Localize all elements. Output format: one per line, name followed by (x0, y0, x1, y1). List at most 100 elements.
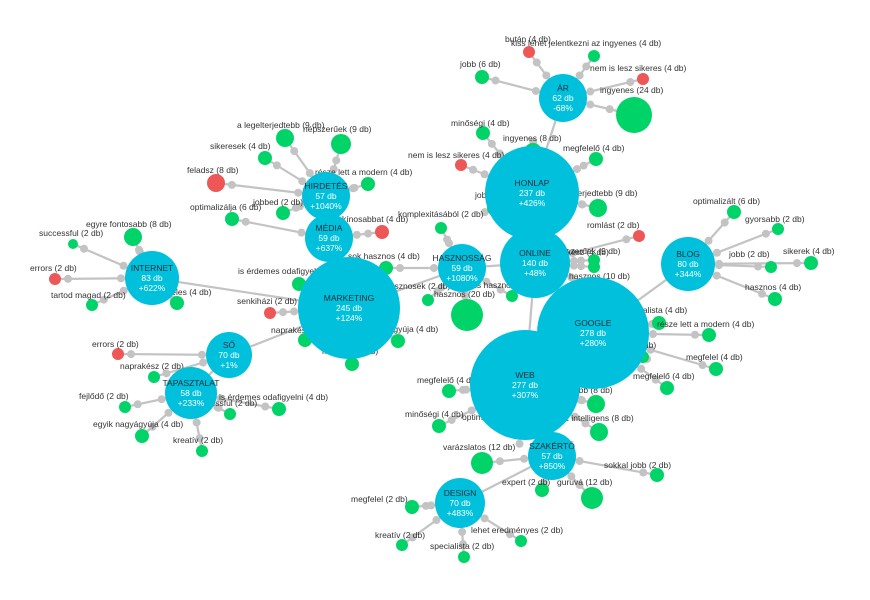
leaf-node-hasznos-20-db[interactable] (451, 299, 483, 331)
leaf-node-egy-ilyen-feles-4-db[interactable] (170, 296, 184, 310)
leaf-label: varázslatos (12 db) (443, 442, 515, 452)
leaf-node-hasznos-4-db[interactable] (768, 292, 782, 306)
joint-dot (348, 184, 357, 193)
leaf-label: ingyenes (24 db) (600, 85, 663, 95)
leaf-node-ingyenes-24-db[interactable] (616, 97, 652, 133)
leaf-node-megfelel-4-db[interactable] (709, 362, 723, 376)
leaf-node-successful-2-db[interactable] (68, 239, 78, 249)
leaf-node-megfelelo-4-db[interactable] (660, 381, 674, 395)
leaf-node-egyik-nagyagyuja-4-db[interactable] (391, 334, 405, 348)
joint-dot (496, 285, 505, 294)
hub-node-blog[interactable] (661, 237, 715, 291)
leaf-node-is-hasznos-2-db[interactable] (506, 290, 518, 302)
leaf-node-resze-lett-a-modern-4-db[interactable] (361, 177, 375, 191)
hub-count: 70 db (449, 498, 471, 508)
joint-dot (192, 418, 201, 427)
leaf-node-komplexitasabol-2-db[interactable] (435, 222, 447, 234)
leaf-node-varazslatos-12-db[interactable] (471, 452, 493, 474)
leaf-label: naprakész (2 db) (120, 361, 184, 371)
hub-node-media[interactable] (305, 214, 353, 262)
leaf-node-errors-2-db[interactable] (112, 348, 124, 360)
leaf-node-guruva-12-db[interactable] (581, 487, 603, 509)
leaf-node-minosegi-4-db[interactable] (432, 419, 446, 433)
hub-node-szakerto[interactable] (528, 432, 576, 480)
leaf-node-sokkal-jobb-2-db[interactable] (650, 468, 664, 482)
leaf-node-az-intelligens-8-db[interactable] (590, 423, 608, 441)
hub-node-online[interactable] (500, 228, 570, 298)
leaf-node-hasznosek-2-db[interactable] (422, 294, 434, 306)
leaf-node-a-legelterjedtebb-9-db[interactable] (589, 199, 607, 217)
leaf-node-naprakesz-2-db[interactable] (148, 371, 160, 383)
leaf-label: naprakész (4 db) (271, 325, 335, 335)
hub-change: +233% (178, 398, 205, 408)
leaf-label: egyre fontosabb (8 db) (86, 219, 172, 229)
leaf-node-is-erdemes-odafigyelni-4-db[interactable] (272, 402, 286, 416)
leaf-node-nepszeruek-9-db[interactable] (588, 261, 600, 273)
hub-node-web[interactable] (470, 330, 580, 440)
leaf-node-megfelelo-4-db[interactable] (589, 152, 603, 166)
leaf-node-hasznos-4-db[interactable] (345, 357, 359, 371)
hub-node-marketing[interactable] (298, 257, 400, 359)
joint-dot (227, 180, 236, 189)
leaf-node-minosegi-4-db[interactable] (476, 126, 490, 140)
hub-node-hasznossag[interactable] (438, 244, 486, 292)
leaf-node-egyik-nagyagyuja-4-db[interactable] (135, 429, 149, 443)
leaf-node-nem-is-lesz-sikeres-4-db[interactable] (637, 73, 649, 85)
leaf-label: romlást (2 db) (587, 220, 640, 230)
leaf-node-successful-2-db[interactable] (224, 408, 236, 420)
leaf-node-specialista-4-db[interactable] (652, 316, 666, 330)
leaf-node-butan-4-db[interactable] (523, 46, 535, 58)
joint-dot (480, 170, 489, 179)
joint-dot (297, 228, 306, 237)
joint-dot (761, 229, 770, 238)
hub-node-hirdetes[interactable] (302, 172, 350, 220)
leaf-node-kreativ-2-db[interactable] (396, 539, 408, 551)
leaf-node-nepszeruek-9-db[interactable] (331, 134, 351, 154)
leaf-node-megfelelo-4-db[interactable] (442, 384, 456, 398)
leaf-node-resze-lett-a-modern-4-db[interactable] (702, 328, 716, 342)
leaf-label: tartod magad (2 db) (51, 290, 126, 300)
leaf-node-kiss-lehet-jelentkezni-az-ingyenes-4-db[interactable] (588, 50, 600, 62)
leaf-label: kreatív (2 db) (375, 530, 425, 540)
hub-node-tapasztalat[interactable] (165, 367, 217, 419)
leaf-node-jobb-8-db[interactable] (587, 395, 605, 413)
leaf-node-lehet-eredmenyes-2-db[interactable] (515, 535, 527, 547)
leaf-node-jobb-2-db[interactable] (765, 261, 777, 273)
hub-name: INTERNET (131, 263, 174, 273)
leaf-node-a-legelterjedtebb-9-db[interactable] (276, 129, 294, 147)
leaf-node-fejlodo-2-db[interactable] (119, 401, 131, 413)
leaf-node-expert-2-db[interactable] (535, 483, 549, 497)
leaf-node-tartod-magad-2-db[interactable] (86, 299, 98, 311)
leaf-node-senkihazi-2-db[interactable] (264, 307, 276, 319)
joint-dot (99, 295, 108, 304)
leaf-node-kinosabbat-4-db[interactable] (375, 225, 389, 239)
leaf-node-jobbed-2-db[interactable] (276, 206, 290, 220)
leaf-node-gyorsabb-2-db[interactable] (772, 223, 784, 235)
leaf-node-feladsz-8-db[interactable] (207, 174, 225, 192)
hub-node-ar[interactable] (539, 74, 587, 122)
leaf-node-jobb-6-db[interactable] (475, 70, 489, 84)
leaf-node-nem-is-lesz-sikeres-4-db[interactable] (455, 159, 467, 171)
hub-node-honlap[interactable] (485, 146, 579, 240)
joint-dot (290, 307, 299, 316)
leaf-node-optimalizalja-6-db[interactable] (225, 212, 239, 226)
leaf-node-sikeresek-4-db[interactable] (258, 151, 272, 165)
joint-dot (570, 412, 579, 421)
leaf-node-megfelel-2-db[interactable] (405, 500, 419, 514)
joint-dot (531, 86, 540, 95)
leaf-node-sikerek-4-db[interactable] (804, 256, 818, 270)
leaf-node-kreativ-2-db[interactable] (196, 445, 208, 457)
hub-node-so[interactable] (206, 332, 252, 378)
hub-node-design[interactable] (435, 478, 485, 528)
joint-dot (567, 472, 576, 481)
hub-change: +48% (524, 268, 546, 278)
leaf-node-optimalizalt-6-db[interactable] (727, 205, 741, 219)
leaf-node-egyre-fontosabb-8-db[interactable] (124, 228, 142, 246)
leaf-node-specialista-2-db[interactable] (458, 551, 470, 563)
leaf-label: része lett a modern (4 db) (657, 319, 754, 329)
leaf-node-romlast-2-db[interactable] (633, 230, 645, 242)
joint-dot (637, 364, 646, 373)
leaf-node-errors-2-db[interactable] (49, 273, 61, 285)
hub-node-internet[interactable] (125, 251, 179, 305)
joint-dot (396, 264, 404, 272)
